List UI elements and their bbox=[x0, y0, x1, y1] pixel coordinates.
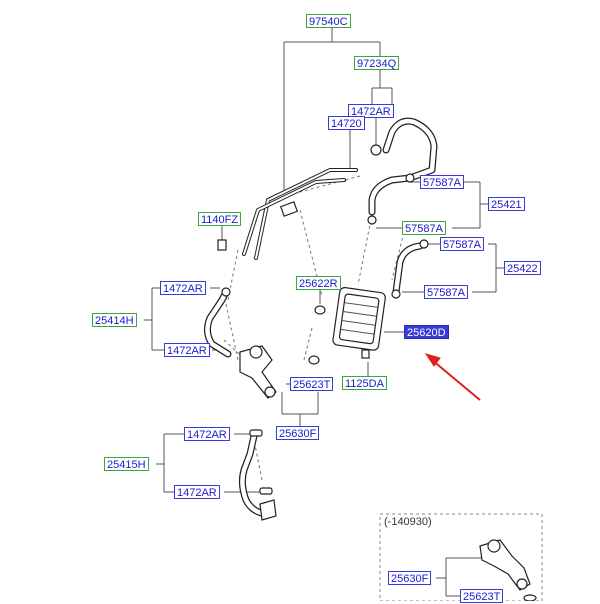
bolt-1125da bbox=[361, 349, 370, 359]
bracket-97540c bbox=[279, 201, 299, 217]
label-57587a-4[interactable]: 57587A bbox=[424, 285, 468, 299]
inset-date-note: (-140930) bbox=[384, 516, 432, 528]
label-1140fz[interactable]: 1140FZ bbox=[198, 212, 242, 226]
label-1472ar-left-2[interactable]: 1472AR bbox=[164, 343, 210, 357]
leader-25414h bbox=[144, 287, 228, 351]
leader-97540c bbox=[283, 28, 381, 190]
label-1472ar-top[interactable]: 1472AR bbox=[348, 104, 394, 118]
inset-o-ring bbox=[523, 594, 537, 601]
pipe-97540c-a bbox=[254, 168, 358, 260]
o-ring-25623t bbox=[308, 355, 320, 365]
label-25620d[interactable]: 25620D bbox=[404, 325, 449, 339]
clamp-14720 bbox=[370, 144, 382, 156]
label-25415h[interactable]: 25415H bbox=[104, 457, 149, 471]
oil-cooler-25620d bbox=[332, 286, 386, 351]
label-57587a-1[interactable]: 57587A bbox=[420, 175, 464, 189]
leader-25421 bbox=[452, 181, 490, 229]
clamp-57587a-4 bbox=[391, 289, 401, 299]
clamp-1472ar-b2 bbox=[259, 487, 273, 495]
label-25630f[interactable]: 25630F bbox=[276, 426, 320, 440]
label-25421[interactable]: 25421 bbox=[488, 197, 525, 211]
hose-end-25415h bbox=[259, 499, 277, 521]
bolt-1140fz bbox=[217, 239, 227, 251]
label-97540c[interactable]: 97540C bbox=[306, 14, 351, 28]
label-25623t[interactable]: 25623T bbox=[290, 377, 334, 391]
inset-fitting-25630f bbox=[479, 539, 531, 591]
label-97234q[interactable]: 97234Q bbox=[354, 56, 400, 70]
clamp-57587a-3 bbox=[419, 239, 429, 249]
leader-25422 bbox=[472, 243, 506, 293]
label-25422[interactable]: 25422 bbox=[504, 261, 541, 275]
inset-box bbox=[379, 513, 543, 601]
hose-25421 bbox=[368, 174, 414, 216]
label-25630f-inset[interactable]: 25630F bbox=[388, 571, 432, 585]
leader-inset bbox=[436, 557, 496, 597]
label-57587a-3[interactable]: 57587A bbox=[440, 237, 484, 251]
clamp-1472ar-l1 bbox=[221, 287, 231, 297]
clamp-57587a-2 bbox=[367, 215, 377, 225]
o-ring-25622r bbox=[314, 305, 326, 315]
red-arrow bbox=[424, 353, 481, 401]
label-1125da[interactable]: 1125DA bbox=[342, 376, 387, 390]
label-14720[interactable]: 14720 bbox=[328, 116, 365, 130]
leader-25415h bbox=[156, 433, 262, 493]
label-1472ar-bottom-2[interactable]: 1472AR bbox=[174, 485, 220, 499]
clamp-1472ar-b1 bbox=[249, 429, 263, 437]
clamp-57587a-1 bbox=[405, 173, 415, 183]
leader-97234q bbox=[371, 70, 393, 104]
leader-25630f bbox=[281, 383, 319, 427]
label-25622r[interactable]: 25622R bbox=[296, 276, 341, 290]
label-25414h[interactable]: 25414H bbox=[92, 313, 137, 327]
label-1472ar-bottom-1[interactable]: 1472AR bbox=[184, 427, 230, 441]
guide-lines bbox=[223, 175, 405, 481]
label-57587a-2[interactable]: 57587A bbox=[402, 221, 446, 235]
label-1472ar-left-1[interactable]: 1472AR bbox=[160, 281, 206, 295]
fitting-25630f bbox=[239, 345, 277, 399]
